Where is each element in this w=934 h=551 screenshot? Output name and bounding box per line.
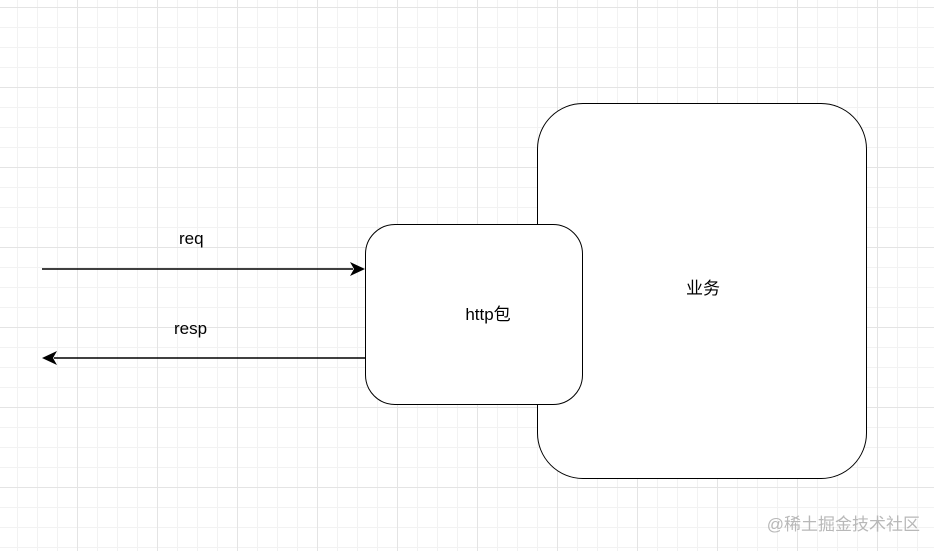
response-edge-label: resp [174, 319, 208, 338]
http-package-node-label: http包 [465, 305, 511, 324]
business-node-label: 业务 [686, 278, 720, 298]
request-arrow [42, 262, 365, 276]
watermark-text: @稀土掘金技术社区 [766, 515, 920, 534]
http-package-node: http包 [365, 224, 583, 405]
business-node: 业务 [537, 103, 867, 479]
response-arrow [42, 351, 365, 365]
request-edge-label: req [179, 229, 204, 248]
